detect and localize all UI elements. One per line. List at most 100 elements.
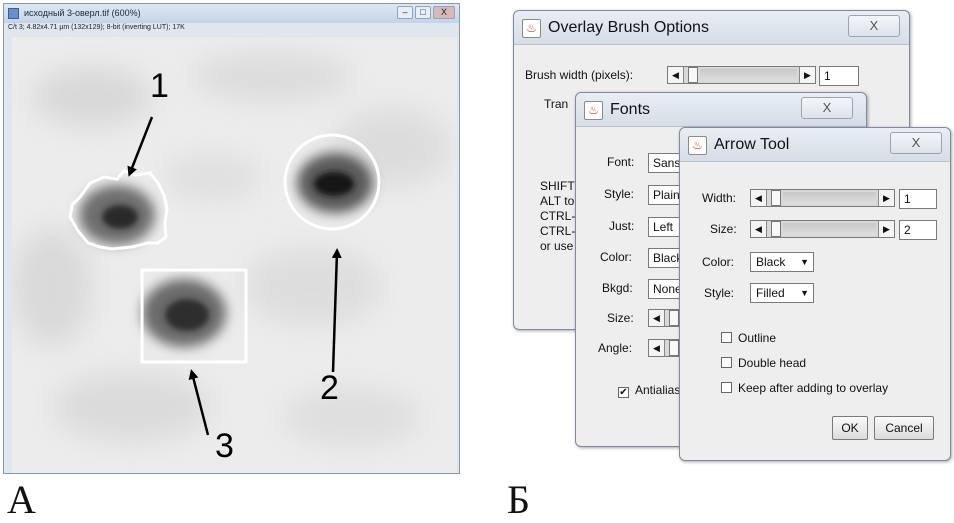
antialiased-label: Antialiased — [635, 383, 682, 397]
java-icon: ♨ — [522, 19, 541, 38]
size-field[interactable]: 2 — [899, 220, 937, 240]
fonts-titlebar[interactable]: ♨ Fonts X — [576, 93, 866, 127]
panel-letter-b: Б — [507, 477, 530, 522]
keep-after-adding-label: Keep after adding to overlay — [738, 381, 889, 395]
brush-width-field[interactable]: 1 — [819, 66, 859, 86]
antialiased-checkbox[interactable]: ✔Antialiased — [618, 383, 682, 399]
help-line: SHIFT — [540, 179, 575, 193]
imagej-app-icon — [8, 8, 19, 19]
slider-right-arrow-icon[interactable]: ▶ — [799, 67, 815, 83]
color-label: Color: — [702, 255, 735, 269]
image-window-titlebar[interactable]: исходный 3-оверл.tif (600%) ‒ □ X — [4, 4, 459, 23]
arrow-tool-dialog: ♨ Arrow Tool X Width: ◀ ▶ 1 Size: ◀ ▶ 2 … — [679, 127, 951, 461]
slider-track — [783, 192, 876, 204]
window-controls: ‒ □ X — [397, 6, 455, 20]
slider-track — [783, 223, 876, 235]
minimize-button[interactable]: ‒ — [397, 6, 413, 19]
help-line: or use — [540, 239, 574, 253]
checkbox-icon — [721, 332, 732, 343]
outline-label: Outline — [738, 331, 777, 345]
arrow-tool-titlebar[interactable]: ♨ Arrow Tool X — [680, 128, 950, 162]
brush-width-slider[interactable]: ◀ ▶ — [667, 66, 816, 84]
slider-left-arrow-icon[interactable]: ◀ — [668, 67, 684, 83]
brush-width-label: Brush width (pixels): — [525, 68, 634, 82]
close-button[interactable]: X — [801, 97, 853, 119]
width-label: Width: — [702, 191, 737, 205]
maximize-button[interactable]: □ — [415, 6, 431, 19]
arrow-2 — [331, 248, 342, 373]
style-label: Style: — [704, 286, 735, 300]
color-dropdown-value: Black — [756, 255, 786, 269]
color-select[interactable]: Black — [648, 248, 688, 268]
color-dropdown[interactable]: Black ▼ — [750, 252, 814, 272]
outline-checkbox[interactable]: Outline — [721, 331, 776, 347]
keep-after-adding-checkbox[interactable]: Keep after adding to overlay — [721, 381, 888, 397]
color-label: Color: — [600, 250, 633, 264]
chevron-down-icon: ▼ — [800, 288, 809, 298]
double-head-label: Double head — [738, 356, 807, 370]
bkgd-label: Bkgd: — [602, 281, 633, 295]
label-3: 3 — [215, 427, 234, 465]
style-select[interactable]: Plain — [648, 185, 688, 205]
arrow-3 — [188, 369, 210, 436]
checkbox-icon — [721, 382, 732, 393]
slider-left-arrow-icon[interactable]: ◀ — [649, 310, 665, 326]
fonts-title: Fonts — [610, 101, 651, 118]
slider-right-arrow-icon[interactable]: ▶ — [878, 221, 894, 237]
freehand-roi — [68, 169, 169, 251]
width-field[interactable]: 1 — [899, 189, 937, 209]
transparency-label: Tran — [544, 97, 569, 111]
slider-thumb[interactable] — [771, 190, 781, 206]
font-label: Font: — [607, 155, 635, 169]
angle-slider[interactable]: ◀ — [648, 339, 688, 357]
slider-thumb[interactable] — [771, 221, 781, 237]
oval-roi — [283, 133, 381, 231]
overlay-brush-titlebar[interactable]: ♨ Overlay Brush Options X — [514, 11, 909, 45]
checkbox-icon — [721, 357, 732, 368]
style-label: Style: — [604, 187, 635, 201]
image-info-line: C/t 3; 4.82x4.71 µm (132x129); 8-bit (in… — [8, 24, 185, 31]
slider-left-arrow-icon[interactable]: ◀ — [649, 340, 665, 356]
help-line: ALT to — [540, 194, 575, 208]
close-button[interactable]: X — [890, 132, 942, 154]
java-icon: ♨ — [688, 136, 707, 155]
size-slider[interactable]: ◀ ▶ — [750, 220, 895, 238]
double-head-checkbox[interactable]: Double head — [721, 356, 806, 372]
arrow-tool-title: Arrow Tool — [714, 136, 790, 153]
ok-button[interactable]: OK — [832, 416, 868, 440]
close-button[interactable]: X — [433, 6, 455, 19]
slider-left-arrow-icon[interactable]: ◀ — [751, 221, 767, 237]
java-icon: ♨ — [584, 101, 603, 120]
chevron-down-icon: ▼ — [800, 257, 809, 267]
background-select[interactable]: None — [648, 279, 688, 299]
justification-select[interactable]: Left — [648, 217, 688, 237]
style-dropdown[interactable]: Filled ▼ — [750, 283, 814, 303]
slider-left-arrow-icon[interactable]: ◀ — [751, 190, 767, 206]
slider-right-arrow-icon[interactable]: ▶ — [878, 190, 894, 206]
help-line: CTRL- — [540, 224, 576, 238]
overlay-brush-title: Overlay Brush Options — [548, 19, 709, 36]
rectangle-roi — [140, 268, 248, 364]
panel-letter-a: А — [7, 477, 36, 522]
help-line: CTRL- — [540, 209, 576, 223]
font-size-slider[interactable]: ◀ — [648, 309, 688, 327]
width-slider[interactable]: ◀ ▶ — [750, 189, 895, 207]
slider-thumb[interactable] — [669, 340, 679, 356]
just-label: Just: — [609, 219, 635, 233]
angle-label: Angle: — [598, 341, 633, 355]
style-dropdown-value: Filled — [756, 286, 785, 300]
cancel-button[interactable]: Cancel — [874, 416, 934, 440]
micrograph: 1 2 3 — [12, 37, 457, 473]
slider-thumb[interactable] — [669, 310, 679, 326]
slider-thumb[interactable] — [688, 67, 698, 83]
image-window-title: исходный 3-оверл.tif (600%) — [24, 8, 141, 18]
arrow-1 — [127, 116, 154, 177]
close-button[interactable]: X — [848, 15, 900, 37]
label-2: 2 — [320, 369, 339, 407]
size-label: Size: — [607, 311, 634, 325]
image-window: исходный 3-оверл.tif (600%) ‒ □ X C/t 3;… — [3, 3, 460, 474]
antialiased-clip: ✔Antialiased — [618, 383, 682, 401]
slider-track — [700, 69, 797, 81]
font-select[interactable]: Sans — [648, 153, 688, 173]
image-canvas[interactable]: 1 2 3 — [12, 37, 457, 473]
